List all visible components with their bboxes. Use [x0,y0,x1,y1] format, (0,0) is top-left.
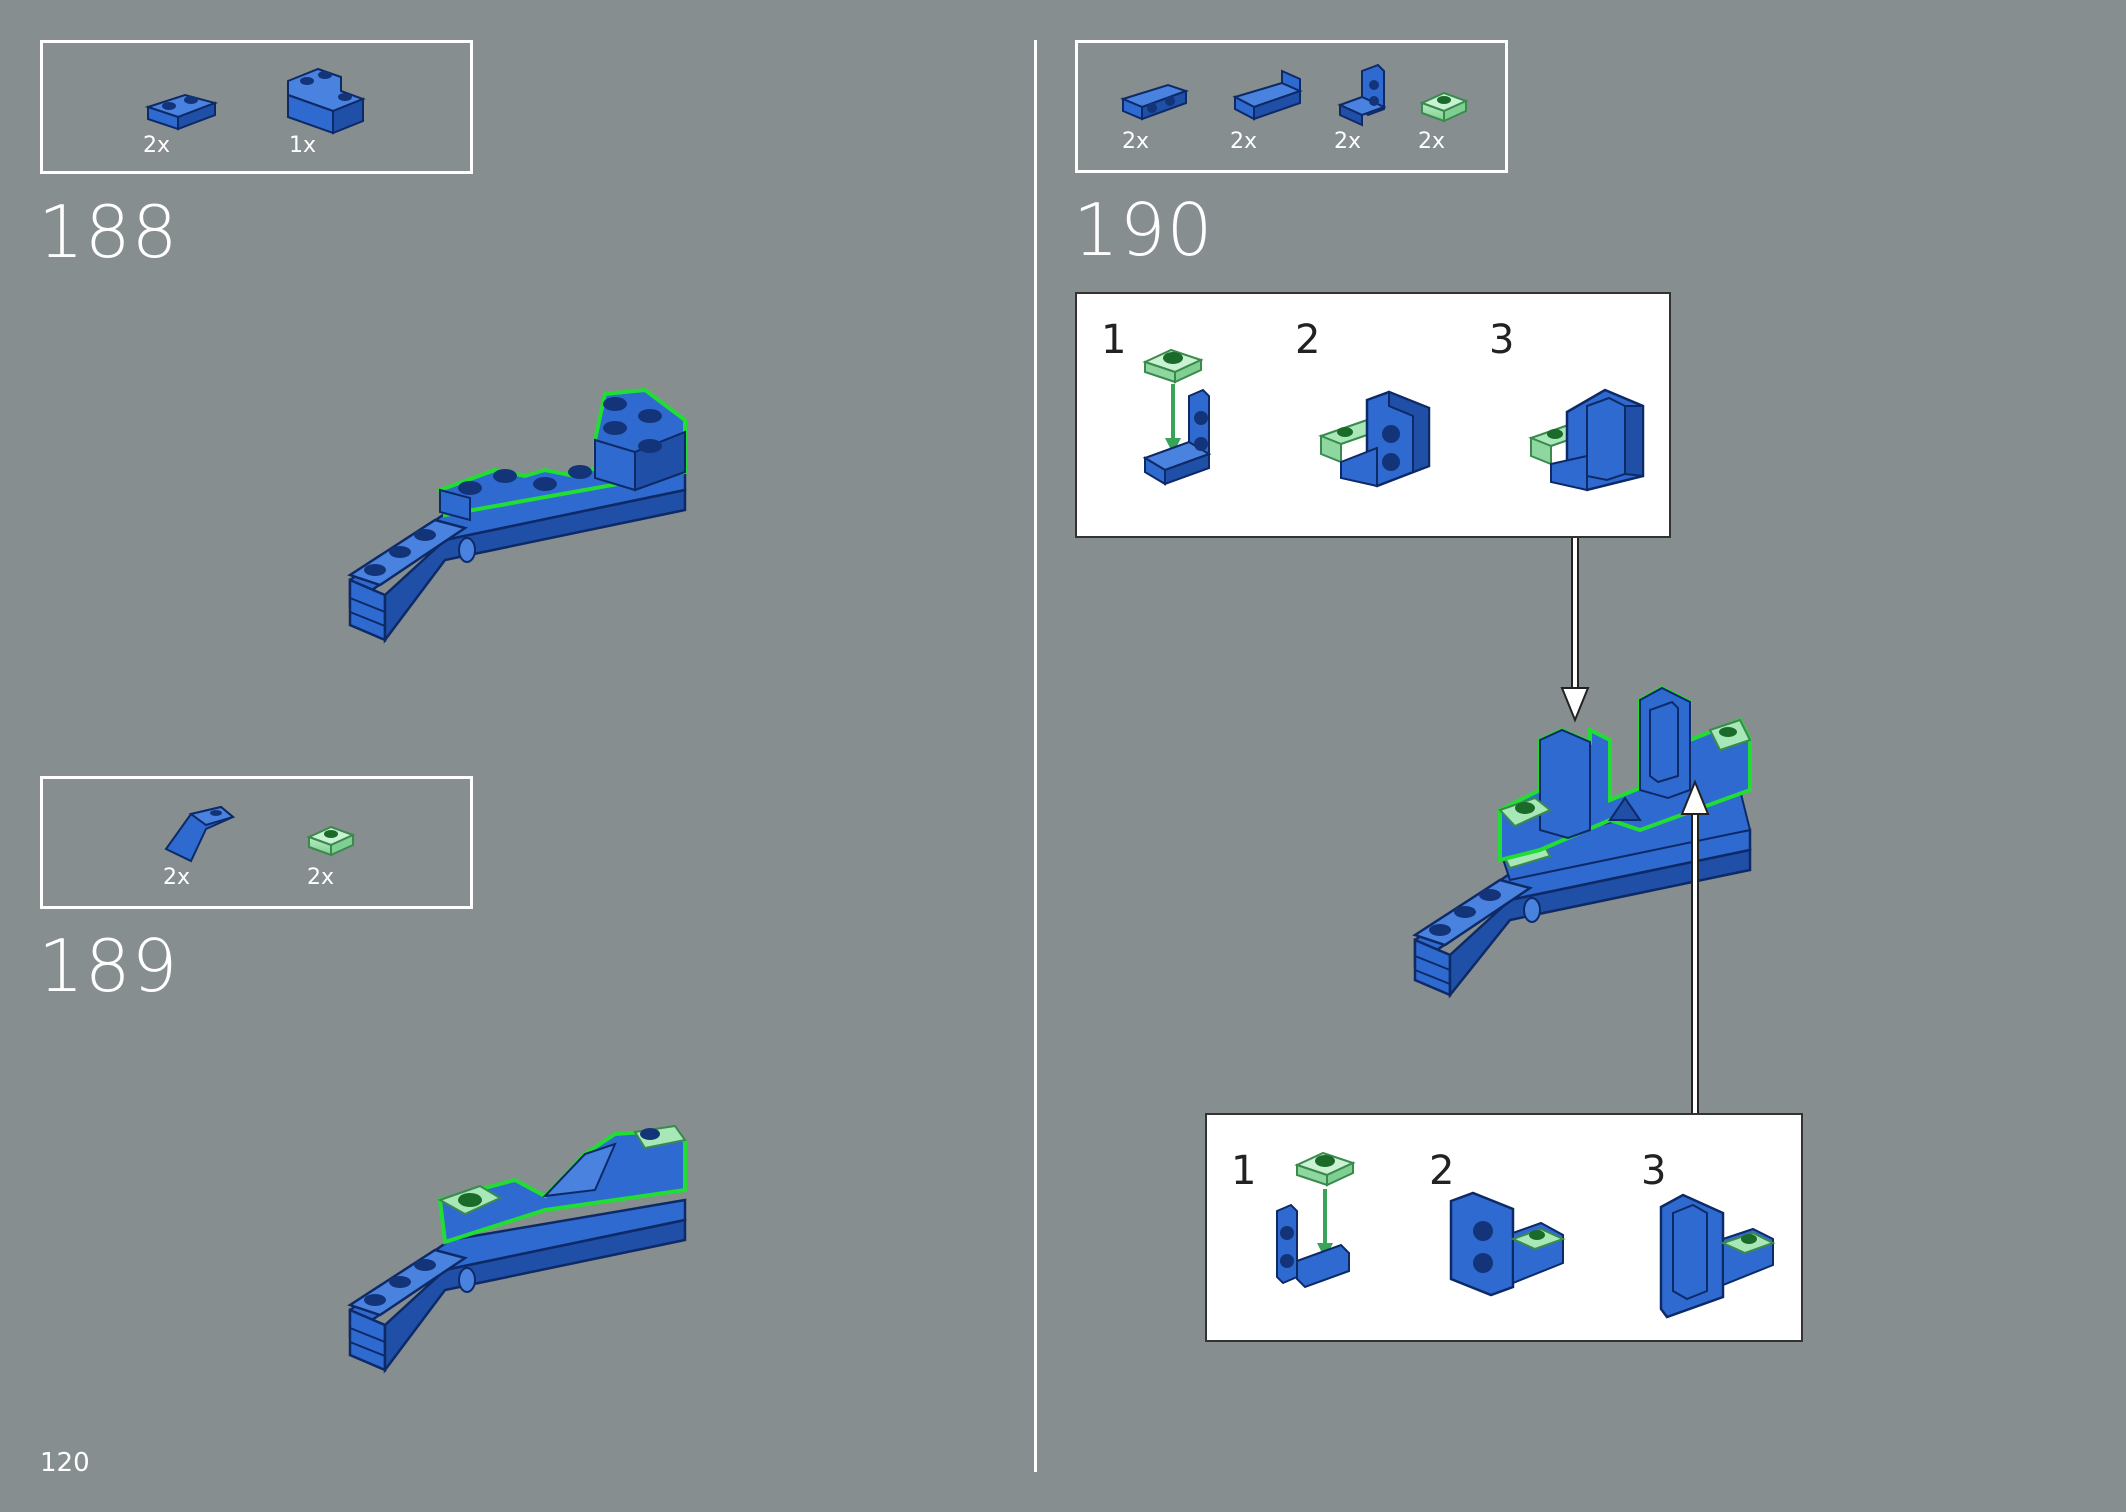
model-assembly-step-188 [347,387,687,644]
step-number-188: 188 [38,190,179,274]
parts-list-step-189: 2x 2x [40,776,473,909]
substep-number: 2 [1429,1148,1455,1194]
substep-3-assembly [1528,388,1645,492]
substep-2-assembly [1449,1191,1566,1297]
substep-number: 1 [1231,1148,1257,1194]
arrow-down-icon [1560,538,1590,723]
blue-bracket-double-stud-icon [1120,83,1190,121]
parts-list-step-188: 2x 1x [40,40,473,174]
blue-plate-1x2-icon [144,93,219,131]
blue-slope-curved-icon [164,805,236,863]
sub-assembly-callout-bottom: 1 2 3 [1205,1113,1803,1342]
blue-corner-brick-icon [287,67,366,135]
substep-number: 1 [1101,317,1127,363]
substep-1-assembly [1276,1151,1356,1289]
part-qty: 1x [289,133,317,158]
page-divider [1034,40,1037,1472]
substep-3-assembly [1659,1193,1776,1319]
arrow-up-icon [1680,779,1710,1114]
trans-green-plate-1x1-icon [306,825,356,857]
part-qty: 2x [1418,129,1446,154]
step-number-190: 190 [1073,188,1214,272]
part-qty: 2x [307,865,335,890]
part-qty: 2x [1122,129,1150,154]
part-qty: 2x [163,865,191,890]
blue-panel-icon [1232,69,1303,121]
substep-2-assembly [1318,390,1431,488]
blue-bracket-vertical-icon [1337,63,1387,127]
part-qty: 2x [1334,129,1362,154]
sub-assembly-callout-top: 1 2 3 [1075,292,1671,538]
trans-green-plate-1x1-icon [1419,91,1469,123]
substep-number: 3 [1489,317,1515,363]
model-assembly-step-189 [347,1124,687,1374]
substep-number: 2 [1295,317,1321,363]
part-qty: 2x [143,133,171,158]
step-number-189: 189 [38,924,179,1008]
page-number: 120 [40,1448,90,1478]
parts-list-step-190: 2x 2x 2x 2x [1075,40,1508,173]
part-qty: 2x [1230,129,1258,154]
substep-number: 3 [1641,1148,1667,1194]
substep-1-assembly [1142,348,1212,486]
